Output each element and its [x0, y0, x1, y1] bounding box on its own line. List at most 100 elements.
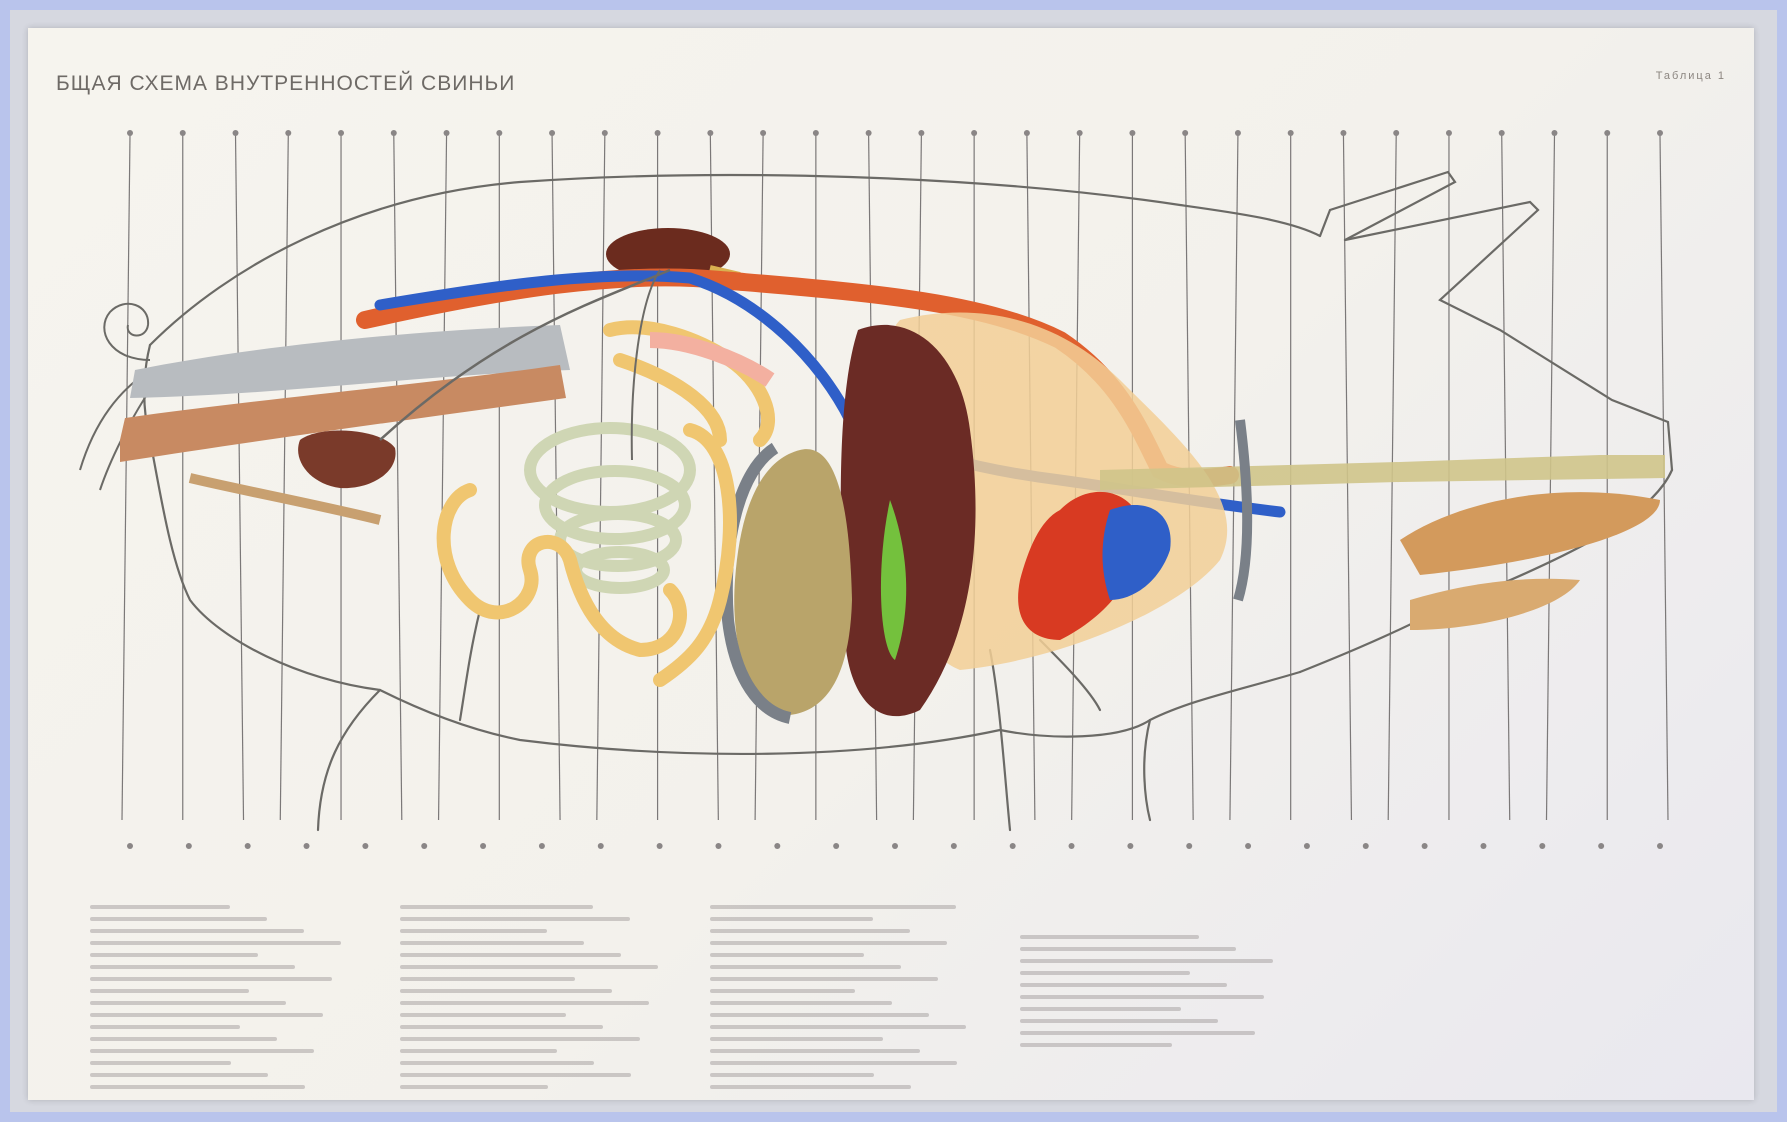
legend-entry	[710, 977, 938, 981]
legend-entry	[90, 989, 249, 993]
legend-entry	[710, 941, 947, 945]
pointer-number-top	[1499, 130, 1505, 136]
pointer-number-bottom	[1245, 843, 1251, 849]
tongue-icon	[1400, 492, 1660, 575]
legend-entry	[710, 1049, 920, 1053]
colon-spiral-icon	[530, 428, 690, 588]
pointer-number-top	[707, 130, 713, 136]
pointer-number-bottom	[1422, 843, 1428, 849]
legend-entry	[710, 1001, 892, 1005]
pointer-number-top	[1657, 130, 1663, 136]
pointer-number-top	[1446, 130, 1452, 136]
pointer-line	[755, 135, 763, 820]
pointer-number-bottom	[245, 843, 251, 849]
legend-entry	[400, 1061, 594, 1065]
legend-entry	[1020, 995, 1264, 999]
legend-entry	[710, 905, 956, 909]
pointer-number-bottom	[892, 843, 898, 849]
legend-entry	[400, 989, 612, 993]
legend-entry	[400, 1025, 603, 1029]
legend-entry	[710, 965, 901, 969]
legend-entry	[90, 1061, 231, 1065]
legend-entry	[710, 917, 873, 921]
pointer-line	[236, 135, 244, 820]
pointer-number-top	[127, 130, 133, 136]
legend-entry	[400, 1073, 631, 1077]
legend-entry	[90, 941, 341, 945]
legend-entry	[710, 929, 910, 933]
pointer-number-top	[233, 130, 239, 136]
pointer-number-top	[1604, 130, 1610, 136]
legend-entry	[90, 917, 267, 921]
pointer-number-top	[1288, 130, 1294, 136]
pointer-number-bottom	[1480, 843, 1486, 849]
pointer-number-bottom	[1010, 843, 1016, 849]
legend-entry	[1020, 971, 1190, 975]
legend-entry	[400, 1037, 640, 1041]
pointer-number-bottom	[362, 843, 368, 849]
pointer-number-top	[655, 130, 661, 136]
legend-entry	[400, 1049, 557, 1053]
legend-entry	[1020, 1043, 1172, 1047]
pointer-number-bottom	[127, 843, 133, 849]
pointer-number-top	[285, 130, 291, 136]
pointer-number-bottom	[715, 843, 721, 849]
legend-entry	[1020, 983, 1227, 987]
legend-entry	[710, 1037, 883, 1041]
pointer-number-top	[1340, 130, 1346, 136]
pointer-number-top	[1077, 130, 1083, 136]
pointer-number-top	[1129, 130, 1135, 136]
legend-entry	[90, 905, 230, 909]
legend-entry	[90, 1049, 314, 1053]
legend-entry	[1020, 1007, 1181, 1011]
legend-entry	[400, 1001, 649, 1005]
legend-entry	[90, 1073, 268, 1077]
legend-entry	[400, 917, 630, 921]
pointer-line	[280, 135, 288, 820]
pointer-number-bottom	[657, 843, 663, 849]
pointer-number-top	[549, 130, 555, 136]
pointer-number-bottom	[1363, 843, 1369, 849]
legend-entry	[90, 929, 304, 933]
pointer-number-top	[1235, 130, 1241, 136]
pointer-number-top	[180, 130, 186, 136]
legend-entry	[400, 905, 593, 909]
pointer-number-top	[971, 130, 977, 136]
legend-entry	[400, 953, 621, 957]
legend-entry	[400, 941, 584, 945]
legend-entry	[710, 1061, 957, 1065]
legend-entry	[90, 1001, 286, 1005]
pointer-number-bottom	[1069, 843, 1075, 849]
pointer-number-bottom	[1127, 843, 1133, 849]
pointer-number-bottom	[539, 843, 545, 849]
pointer-number-bottom	[421, 843, 427, 849]
pointer-line	[552, 135, 560, 820]
legend-entry	[1020, 1019, 1218, 1023]
legend-entry	[710, 989, 855, 993]
legend-entry	[90, 977, 332, 981]
pointer-number-bottom	[1539, 843, 1545, 849]
pointer-number-bottom	[480, 843, 486, 849]
pointer-number-bottom	[598, 843, 604, 849]
pointer-number-bottom	[833, 843, 839, 849]
legend-entry	[90, 1085, 305, 1089]
pointer-number-bottom	[186, 843, 192, 849]
legend-entry	[710, 1013, 929, 1017]
pointer-number-bottom	[774, 843, 780, 849]
legend-entry	[400, 1085, 548, 1089]
pointer-number-bottom	[1657, 843, 1663, 849]
legend-entry	[400, 977, 575, 981]
pointer-number-bottom	[1304, 843, 1310, 849]
pointer-number-top	[1182, 130, 1188, 136]
legend-entry	[710, 953, 864, 957]
pointer-number-top	[866, 130, 872, 136]
legend-entry	[400, 1013, 566, 1017]
pointer-number-top	[1024, 130, 1030, 136]
pointer-number-top	[602, 130, 608, 136]
pointer-number-bottom	[304, 843, 310, 849]
pointer-number-top	[444, 130, 450, 136]
stomach-icon	[734, 449, 852, 715]
pointer-number-top	[1551, 130, 1557, 136]
pointer-number-top	[338, 130, 344, 136]
